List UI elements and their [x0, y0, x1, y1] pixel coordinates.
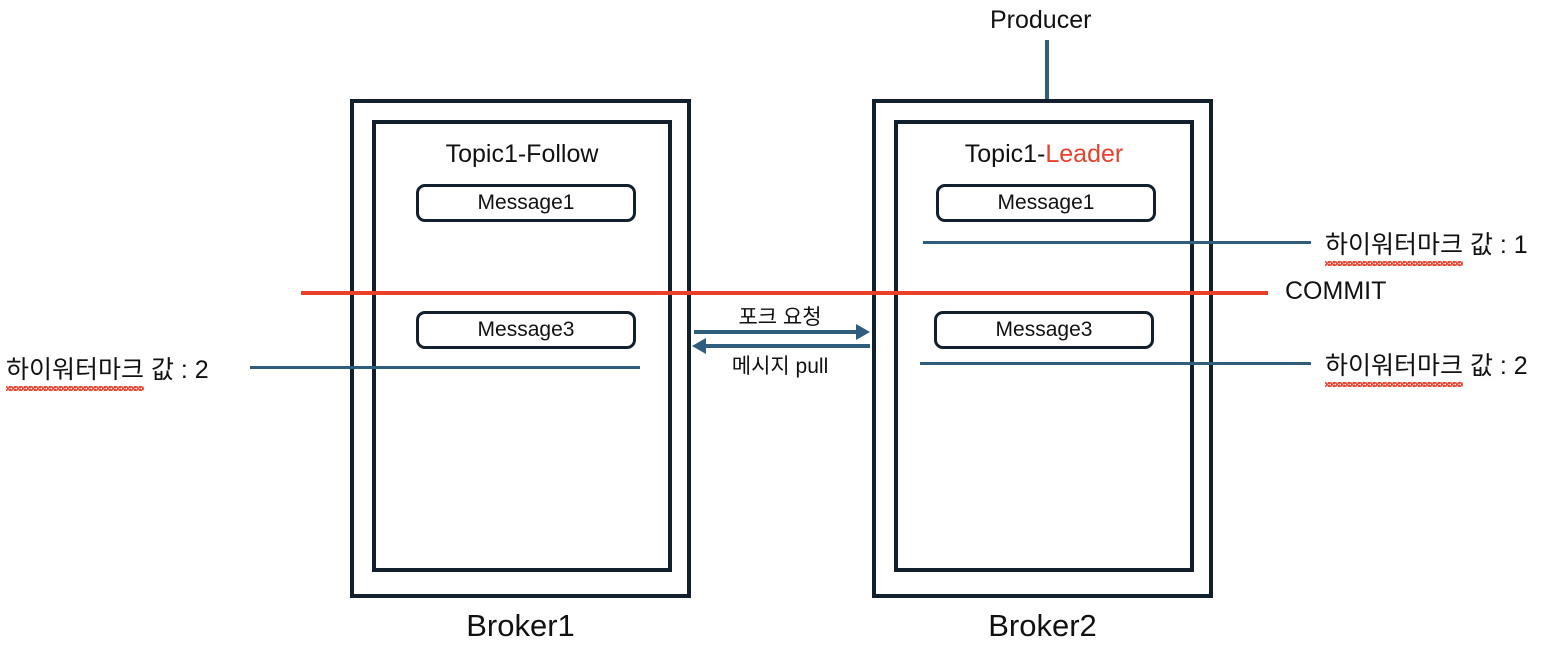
arrow-left-icon [692, 338, 706, 354]
broker1-message-2: Message3 [416, 311, 636, 349]
broker1-message-1: Message1 [416, 184, 636, 222]
fetch-request-arrow-shaft [694, 330, 858, 334]
right-highwatermark-bottom-label: 하이워터마크 값 : 2 [1325, 346, 1528, 387]
right-highwatermark-top-value: 값 : 1 [1463, 231, 1528, 259]
message-pull-arrow-shaft [706, 344, 870, 348]
commit-label: COMMIT [1285, 277, 1387, 305]
broker2-caption: Broker2 [988, 608, 1097, 643]
left-highwatermark-line [250, 366, 640, 369]
broker2-topic-prefix: Topic1- [964, 140, 1046, 168]
right-highwatermark-top-term: 하이워터마크 [1325, 225, 1464, 266]
broker2-message-1: Message1 [936, 184, 1156, 222]
left-highwatermark-label: 하이워터마크 값 : 2 [6, 350, 209, 391]
broker1-topic-title: Topic1-Follow [372, 140, 672, 169]
broker2-topic-frame [894, 120, 1194, 572]
broker2-topic-role: Leader [1045, 140, 1124, 168]
right-highwatermark-top-label: 하이워터마크 값 : 1 [1325, 225, 1528, 266]
commit-line [301, 291, 1268, 295]
broker1-caption: Broker1 [466, 608, 575, 643]
producer-arrow-shaft [1045, 40, 1049, 134]
broker2-message-2: Message3 [934, 311, 1154, 349]
broker2-topic-title: Topic1-Leader [894, 140, 1194, 169]
right-highwatermark-top-line [923, 241, 1311, 244]
arrow-right-icon [856, 324, 870, 340]
right-highwatermark-bottom-line [920, 362, 1311, 365]
broker1-topic-prefix: Topic1- [445, 140, 527, 168]
left-highwatermark-term: 하이워터마크 [6, 350, 145, 391]
broker1-topic-role: Follow [526, 140, 599, 168]
message-pull-label: 메시지 pull [731, 355, 829, 378]
right-highwatermark-bottom-term: 하이워터마크 [1325, 346, 1464, 387]
left-highwatermark-value: 값 : 2 [144, 356, 209, 384]
right-highwatermark-bottom-value: 값 : 2 [1463, 352, 1528, 380]
producer-label: Producer [990, 6, 1092, 34]
fetch-request-label: 포크 요청 [738, 306, 822, 329]
broker1-topic-frame [372, 120, 672, 572]
